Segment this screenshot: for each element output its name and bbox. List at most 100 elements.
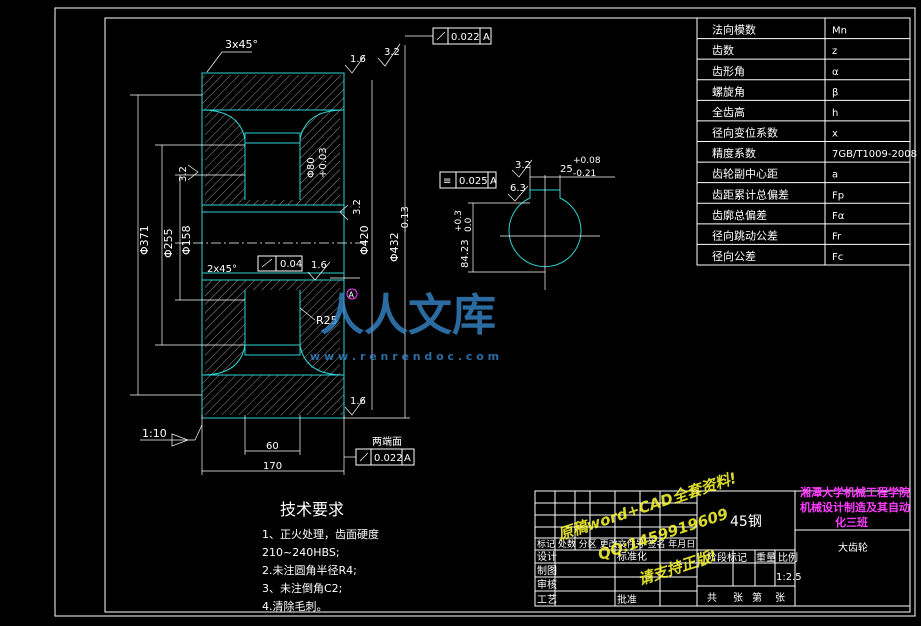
- material: 45钢: [730, 514, 762, 530]
- class: 化三班: [835, 515, 868, 529]
- dim-170: 170: [263, 461, 282, 472]
- param-name: 全齿高: [712, 105, 745, 119]
- top-rim: [202, 75, 344, 110]
- inner-frame: [104, 17, 911, 613]
- bottom-web: [205, 280, 340, 375]
- param-value: z: [832, 46, 837, 57]
- outer-frame: [54, 7, 916, 617]
- flat-tol: 0.04: [280, 259, 302, 270]
- gear-section: [175, 72, 365, 419]
- course: 机械设计制造及其自动: [800, 500, 910, 514]
- param-name: 径向公差: [712, 249, 756, 263]
- key-width: 25: [560, 164, 573, 175]
- university: 湘潭大学机械工程学院: [800, 485, 910, 499]
- sym-tol: 0.025: [459, 176, 488, 187]
- svg-text:比例: 比例: [778, 551, 798, 564]
- param-value: Fp: [832, 190, 844, 201]
- rough-16b: 1.6: [311, 260, 327, 271]
- part-name: 大齿轮: [838, 541, 868, 554]
- key-depth-dn: 0.0: [464, 217, 474, 232]
- bore-circle: [508, 189, 582, 268]
- runout-bottom: 0.022: [374, 453, 403, 464]
- dim-hole: Φ80: [306, 157, 317, 178]
- svg-text:标准化: 标准化: [617, 550, 647, 563]
- param-value: 7GB/T1009-2008: [832, 149, 917, 160]
- dim-60: 60: [266, 441, 279, 452]
- svg-text:制图: 制图: [537, 564, 557, 577]
- param-value: x: [832, 129, 838, 140]
- chamfer-mid: 2x45°: [207, 264, 237, 275]
- svg-text:批准: 批准: [617, 593, 637, 606]
- dim-432: Φ432: [388, 232, 401, 262]
- param-name: 径向跳动公差: [712, 228, 778, 242]
- svg-text:≡: ≡: [443, 176, 451, 187]
- rough-32b: 3.2: [178, 166, 189, 182]
- key-tol-dn: -0.21: [573, 169, 596, 179]
- tol-hole: +0.03: [318, 147, 329, 178]
- svg-text:4.清除毛刺。: 4.清除毛刺。: [262, 599, 328, 613]
- param-value: a: [832, 170, 838, 181]
- dim-255: Φ255: [162, 228, 175, 258]
- param-value: Fα: [832, 211, 845, 222]
- revision-row: 标记 处数 分区 更改文件号 签名 年月日: [537, 538, 695, 550]
- param-value: α: [832, 67, 839, 78]
- face-label: 两端面: [372, 435, 402, 448]
- datum-bottom: A: [404, 453, 411, 464]
- datum-mark: A: [349, 291, 355, 300]
- rough-32mid: 3.2: [352, 199, 363, 215]
- param-value: Mn: [832, 26, 847, 37]
- req-title: 技术要求: [280, 500, 344, 519]
- param-name: 法向模数: [712, 23, 756, 37]
- datum-sym: A: [490, 176, 497, 187]
- param-name: 径向变位系数: [712, 126, 778, 140]
- keyway-view: 25 +0.08 -0.21 ≡ 0.025 A 3.2 6.3 84.23 +…: [439, 156, 615, 290]
- key-depth: 84.23: [460, 239, 471, 268]
- rough-16a: 1.6: [350, 54, 366, 65]
- param-value: h: [832, 108, 838, 119]
- key-tol-up: +0.08: [573, 156, 601, 166]
- tol-432: -0.13: [400, 206, 411, 232]
- rough-16c: 1.6: [350, 396, 366, 407]
- dim-158: Φ158: [180, 225, 193, 255]
- svg-text:3、未注倒角C2;: 3、未注倒角C2;: [262, 581, 342, 595]
- tech-requirements: 技术要求 1、正火处理，齿面硬度 210~240HBS; 2.未注圆角半径R4;…: [262, 500, 379, 613]
- svg-text:共: 共: [707, 592, 717, 604]
- svg-text:210~240HBS;: 210~240HBS;: [262, 546, 340, 559]
- rough-32c: 3.2: [515, 160, 531, 171]
- param-value: Fc: [832, 252, 843, 263]
- param-name: 精度系数: [712, 146, 756, 160]
- svg-text:重量: 重量: [756, 551, 776, 564]
- svg-text:第: 第: [752, 591, 762, 604]
- runout-top: 0.022: [451, 32, 480, 43]
- gear-dimensions: Φ371 Φ255 Φ158 Φ420 Φ432 -0.13 Φ80 +0.03…: [130, 27, 492, 475]
- title-block: 45钢 标记 处数 分区 更改文件号 签名 年月日 设计 标准化 制图 审核 工…: [534, 485, 911, 607]
- svg-text:阶段标记: 阶段标记: [707, 551, 747, 564]
- svg-text:1、正火处理，齿面硬度: 1、正火处理，齿面硬度: [262, 527, 379, 541]
- watermark-logo: 人人文库: [320, 290, 496, 341]
- svg-text:工艺: 工艺: [537, 594, 557, 606]
- svg-text:张: 张: [733, 592, 743, 604]
- svg-text:设计: 设计: [537, 550, 557, 563]
- dim-371: Φ371: [138, 225, 151, 255]
- watermark-line3: 请支持正版!: [636, 546, 719, 588]
- param-name: 齿廓总偏差: [712, 208, 767, 222]
- param-name: 螺旋角: [712, 84, 745, 98]
- param-name: 齿形角: [712, 65, 745, 78]
- param-name: 齿数: [712, 44, 734, 57]
- bottom-rim: [202, 375, 344, 415]
- param-value: Fr: [832, 231, 842, 242]
- rough-63: 6.3: [510, 183, 526, 194]
- datum-top: A: [483, 32, 490, 43]
- key-depth-up: +0.3: [454, 210, 464, 232]
- rough-32a: 3.2: [384, 47, 400, 58]
- taper-label: 1:10: [142, 427, 167, 440]
- param-name: 齿轮副中心距: [712, 167, 778, 181]
- svg-text:张: 张: [775, 592, 785, 604]
- svg-text:2.未注圆角半径R4;: 2.未注圆角半径R4;: [262, 563, 357, 577]
- scale-value: 1:2.5: [776, 572, 802, 583]
- watermark-url: w w w . r e n r e n d o c . c o m: [310, 350, 499, 363]
- radius-r25: R25: [316, 314, 338, 327]
- hub-bore: [201, 204, 345, 281]
